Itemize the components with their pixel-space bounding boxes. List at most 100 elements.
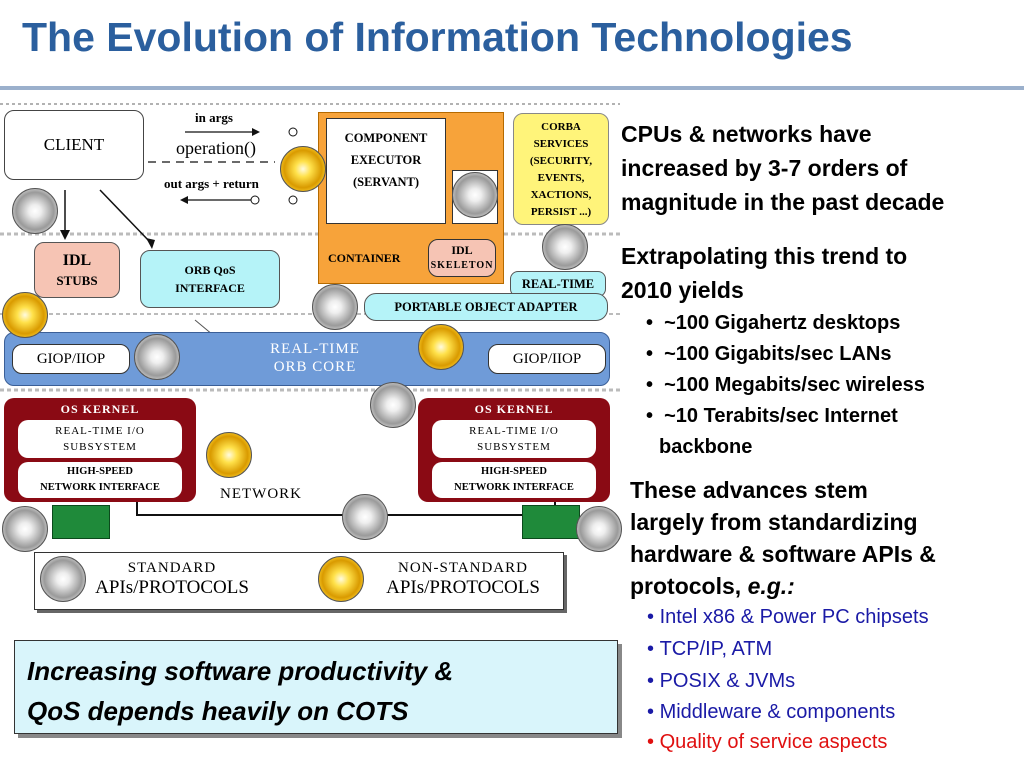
corba-line-4: XACTIONS, xyxy=(530,189,592,201)
p2-line-0: Extrapolating this trend to xyxy=(621,243,908,269)
disc-container-silver-icon xyxy=(452,172,498,218)
network-card-right-icon xyxy=(522,505,580,539)
hs-net-left-box: HIGH-SPEED NETWORK INTERFACE xyxy=(18,462,182,498)
example-bullet-4: • Quality of service aspects xyxy=(647,731,887,754)
executor-label: EXECUTOR xyxy=(350,153,422,167)
hs-net-right-label-2: NETWORK INTERFACE xyxy=(454,482,574,493)
trend-bullet-2: • ~100 Megabits/sec wireless xyxy=(646,374,925,397)
orb-core-label-2: ORB CORE xyxy=(273,359,357,375)
component-label: COMPONENT xyxy=(344,131,428,145)
idl-skeleton-label-2: SKELETON xyxy=(430,260,494,271)
callout-line-1: Increasing software productivity & xyxy=(27,656,454,686)
portable-object-adapter-box: PORTABLE OBJECT ADAPTER xyxy=(364,293,608,321)
cots-callout: Increasing software productivity & QoS d… xyxy=(14,640,618,734)
idl-stubs-label-2: STUBS xyxy=(56,273,98,288)
example-bullet-0-text: Intel x86 & Power PC chipsets xyxy=(659,606,929,628)
p3-line-3: protocols, xyxy=(630,573,742,599)
hs-net-left-label-1: HIGH-SPEED xyxy=(67,466,133,477)
network-label: NETWORK xyxy=(220,486,302,502)
rt-io-right-box: REAL-TIME I/O SUBSYSTEM xyxy=(432,420,596,458)
p3-line-2: hardware & software APIs & xyxy=(630,541,936,567)
p1-line-1: increased by 3-7 orders of xyxy=(621,155,908,181)
bullet-dot: • xyxy=(647,638,660,660)
p3-line-3-wrap: protocols, e.g.: xyxy=(630,570,936,602)
orb-core-label-1: REAL-TIME xyxy=(270,341,360,357)
giop-left-box: GIOP/IIOP xyxy=(12,344,130,374)
trend-bullet-3-text: ~10 Terabits/sec Internet xyxy=(664,405,898,427)
example-bullet-2-text: POSIX & JVMs xyxy=(659,670,796,692)
corba-services-box: CORBA SERVICES (SECURITY, EVENTS, XACTIO… xyxy=(513,113,609,225)
out-args-label: out args + return xyxy=(164,176,259,191)
idl-stubs-label-1: IDL xyxy=(62,252,92,269)
rt-io-right-label-2: SUBSYSTEM xyxy=(477,441,551,453)
disc-network-silver-icon xyxy=(342,494,388,540)
hs-net-right-label-1: HIGH-SPEED xyxy=(481,466,547,477)
disc-poa-silver-icon xyxy=(312,284,358,330)
disc-poa-gold-icon xyxy=(418,324,464,370)
example-bullet-3-text: Middleware & components xyxy=(659,701,896,723)
example-bullet-4-text: Quality of service aspects xyxy=(659,731,888,753)
hs-net-right-box: HIGH-SPEED NETWORK INTERFACE xyxy=(432,462,596,498)
example-bullet-3: • Middleware & components xyxy=(647,701,895,724)
rt-io-left-box: REAL-TIME I/O SUBSYSTEM xyxy=(18,420,182,458)
os-kernel-right-label: OS KERNEL xyxy=(474,402,554,416)
rt-io-left-label-2: SUBSYSTEM xyxy=(63,441,137,453)
client-label: CLIENT xyxy=(43,135,105,154)
bullet-dot: • xyxy=(647,670,660,692)
trend-bullet-0-text: ~100 Gigahertz desktops xyxy=(664,312,901,334)
extrapolating-paragraph: Extrapolating this trend to 2010 yields xyxy=(621,239,907,307)
idl-skeleton-box: IDL SKELETON xyxy=(428,239,496,277)
bullet-dot: • xyxy=(647,701,660,723)
example-bullet-1: • TCP/IP, ATM xyxy=(647,638,772,661)
p3-line-1: largely from standardizing xyxy=(630,509,918,535)
rt-poa-label-2: PORTABLE OBJECT ADAPTER xyxy=(394,299,578,314)
callout-line-2: QoS depends heavily on COTS xyxy=(27,696,409,726)
client-box: CLIENT xyxy=(4,110,144,180)
container-label: CONTAINER xyxy=(328,251,401,265)
disc-giop-silver-icon xyxy=(134,334,180,380)
in-args-label: in args xyxy=(195,110,233,125)
disc-stubs-gold-icon xyxy=(2,292,48,338)
disc-executor-gold-icon xyxy=(280,146,326,192)
legend-nonstandard-label-2: APIs/PROTOCOLS xyxy=(386,577,540,598)
bullet-dot: • xyxy=(646,343,665,365)
operation-label: operation() xyxy=(176,138,256,158)
p3-line-0: These advances stem xyxy=(630,477,868,503)
orb-qos-interface-box: ORB QoS INTERFACE xyxy=(140,250,280,308)
bullet-dot: • xyxy=(647,731,660,753)
orb-qos-label-1: ORB QoS xyxy=(184,263,236,277)
network-card-left-icon xyxy=(52,505,110,539)
p3-eg: e.g.: xyxy=(747,573,795,599)
disc-net-left-silver-icon xyxy=(2,506,48,552)
rt-poa-tab: REAL-TIME xyxy=(510,271,606,297)
giop-left-label: GIOP/IIOP xyxy=(36,350,106,367)
bullet-dot: • xyxy=(646,312,665,334)
disc-corba-silver-icon xyxy=(542,224,588,270)
orb-core-label: REAL-TIME ORB CORE xyxy=(250,340,380,376)
trend-bullet-1-text: ~100 Gigabits/sec LANs xyxy=(664,343,892,365)
page-title: The Evolution of Information Technologie… xyxy=(22,14,853,60)
legend-standard: STANDARD APIs/PROTOCOLS xyxy=(92,560,252,599)
bullet-dot: • xyxy=(647,606,660,628)
orb-qos-label-2: INTERFACE xyxy=(175,281,245,295)
cpu-network-paragraph: CPUs & networks have increased by 3-7 or… xyxy=(621,117,944,219)
disc-kernel-silver-icon xyxy=(370,382,416,428)
advances-paragraph: These advances stem largely from standar… xyxy=(630,474,936,602)
trend-bullet-0: • ~100 Gigahertz desktops xyxy=(646,312,900,335)
disc-legend-silver-icon xyxy=(40,556,86,602)
example-bullet-0: • Intel x86 & Power PC chipsets xyxy=(647,606,929,629)
trend-bullet-2-text: ~100 Megabits/sec wireless xyxy=(664,374,925,396)
rt-io-right-label-1: REAL-TIME I/O xyxy=(469,425,559,437)
legend-box xyxy=(34,552,564,610)
rt-io-left-label-1: REAL-TIME I/O xyxy=(55,425,145,437)
example-bullet-1-text: TCP/IP, ATM xyxy=(659,638,773,660)
giop-right-box: GIOP/IIOP xyxy=(488,344,606,374)
example-bullet-2: • POSIX & JVMs xyxy=(647,670,795,693)
trend-bullet-3: • ~10 Terabits/sec Internet xyxy=(646,405,898,428)
title-rule xyxy=(0,86,1024,90)
trend-bullet-1: • ~100 Gigabits/sec LANs xyxy=(646,343,891,366)
idl-stubs-box: IDL STUBS xyxy=(34,242,120,298)
corba-line-1: SERVICES xyxy=(533,138,589,150)
corba-line-3: EVENTS, xyxy=(537,172,585,184)
corba-line-2: (SECURITY, xyxy=(529,155,593,167)
